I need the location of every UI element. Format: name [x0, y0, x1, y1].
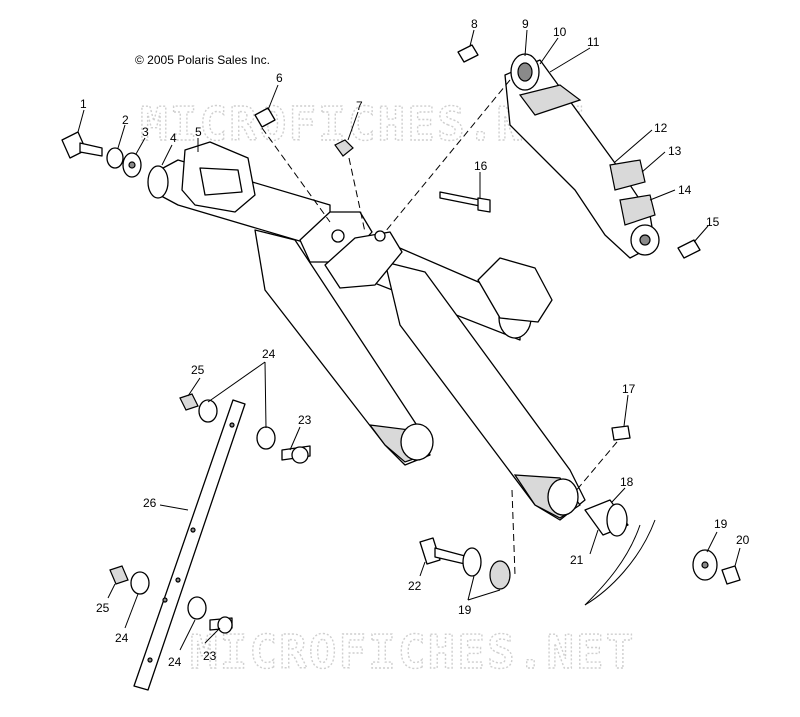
spacer-18	[584, 499, 629, 537]
copyright-notice: © 2005 Polaris Sales Inc.	[135, 53, 270, 67]
callout-2: 2	[122, 113, 129, 127]
callout-25-top: 25	[191, 363, 205, 377]
nut-25-bottom	[109, 565, 129, 585]
washer-24-top-right	[256, 426, 276, 450]
callout-7: 7	[356, 99, 363, 113]
washer-24-bottom-right	[187, 596, 207, 620]
strap-26	[133, 399, 246, 691]
callout-26: 26	[143, 496, 157, 510]
torque-arm-rear	[147, 141, 434, 466]
watermark-bottom: MICROFICHES.NET	[190, 625, 635, 679]
grease-fitting-17	[611, 425, 631, 441]
callout-12: 12	[654, 121, 668, 135]
callout-1: 1	[80, 97, 87, 111]
washer-19-left-b	[489, 560, 511, 590]
washer-2	[106, 147, 124, 169]
spacer-21-curve	[584, 519, 656, 606]
callout-8: 8	[471, 17, 478, 31]
washer-19-left-a	[462, 547, 482, 577]
callout-24-top: 24	[262, 347, 276, 361]
washer-24-top-left	[198, 399, 218, 423]
callout-13: 13	[668, 144, 682, 158]
callout-17: 17	[622, 382, 636, 396]
nut-25-top	[179, 393, 199, 411]
callout-11: 11	[587, 35, 600, 49]
bolt-23-top	[281, 445, 311, 464]
shock-absorber	[504, 53, 660, 259]
callout-15: 15	[706, 215, 720, 229]
callout-10: 10	[553, 25, 567, 39]
callout-9: 9	[522, 17, 529, 31]
callout-21: 21	[570, 553, 584, 567]
callout-labels: 1 2 3 4 5 6 7 8 9 10 11 12 13 14 15 16 1…	[80, 17, 750, 669]
bolt-22	[419, 537, 466, 565]
callout-19-left: 19	[458, 603, 472, 617]
callout-23-top: 23	[298, 413, 312, 427]
callout-4: 4	[170, 131, 177, 145]
callout-25-bottom: 25	[96, 601, 110, 615]
nut-20	[721, 565, 741, 585]
bolt-1	[61, 131, 103, 159]
pin-15	[677, 239, 701, 259]
grease-fitting-6	[254, 107, 276, 128]
leader-lines	[77, 29, 741, 651]
washer-24-bottom-left	[130, 571, 150, 595]
callout-19-right: 19	[714, 517, 728, 531]
callout-23-bottom: 23	[203, 649, 217, 663]
callout-24-bottom-right: 24	[168, 655, 182, 669]
callout-22: 22	[408, 579, 422, 593]
bolt-16	[439, 191, 491, 213]
callout-24-bottom-left: 24	[115, 631, 129, 645]
pin-8	[457, 44, 479, 63]
nut-7	[334, 139, 354, 157]
callout-14: 14	[678, 183, 692, 197]
torque-arm-front	[324, 230, 586, 521]
callout-5: 5	[195, 125, 202, 139]
callout-16: 16	[474, 159, 488, 173]
callout-18: 18	[620, 475, 634, 489]
bolt-23-bottom	[209, 616, 233, 634]
callout-3: 3	[142, 125, 149, 139]
callout-6: 6	[276, 71, 283, 85]
callout-20: 20	[736, 533, 750, 547]
